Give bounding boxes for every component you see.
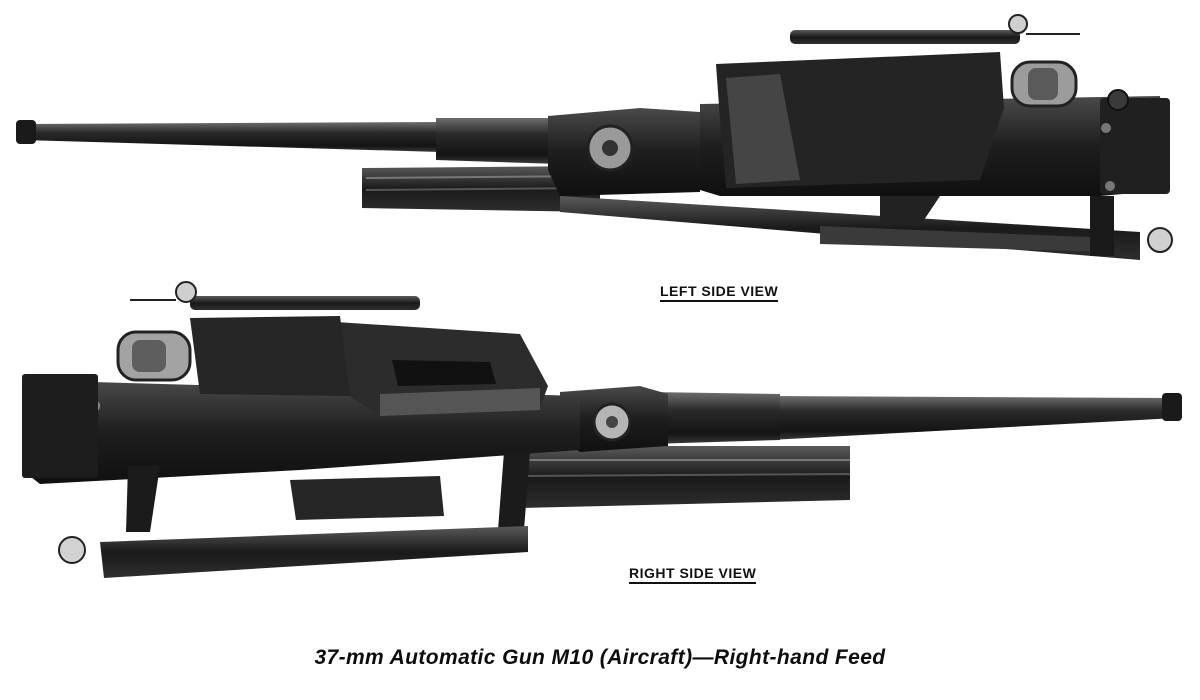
right-view-upper-housing [190, 316, 350, 396]
right-view-top-rod [190, 296, 420, 310]
right-view-rear-leg [126, 466, 160, 532]
left-view-top-rod [790, 30, 1020, 44]
left-view-rear-housing [1100, 98, 1170, 194]
left-side-view-label: LEFT SIDE VIEW [660, 283, 779, 302]
right-view-front-leg [498, 452, 530, 530]
left-view-barrel [22, 122, 440, 152]
right-view-barrel-sleeve [650, 392, 780, 444]
figure-caption: 37-mm Automatic Gun M10 (Aircraft)—Right… [314, 646, 886, 669]
left-side-view-gun [16, 14, 1173, 260]
right-view-muzzle [1162, 393, 1182, 421]
right-side-view-label: RIGHT SIDE VIEW [629, 565, 757, 584]
left-view-barrel-sleeve [436, 118, 560, 164]
right-side-view-gun [22, 281, 1182, 578]
left-view-muzzle [16, 120, 36, 144]
right-view-barrel [770, 396, 1176, 440]
right-view-recoil-cylinder [520, 446, 850, 508]
right-view-bottom-rail [100, 526, 528, 578]
